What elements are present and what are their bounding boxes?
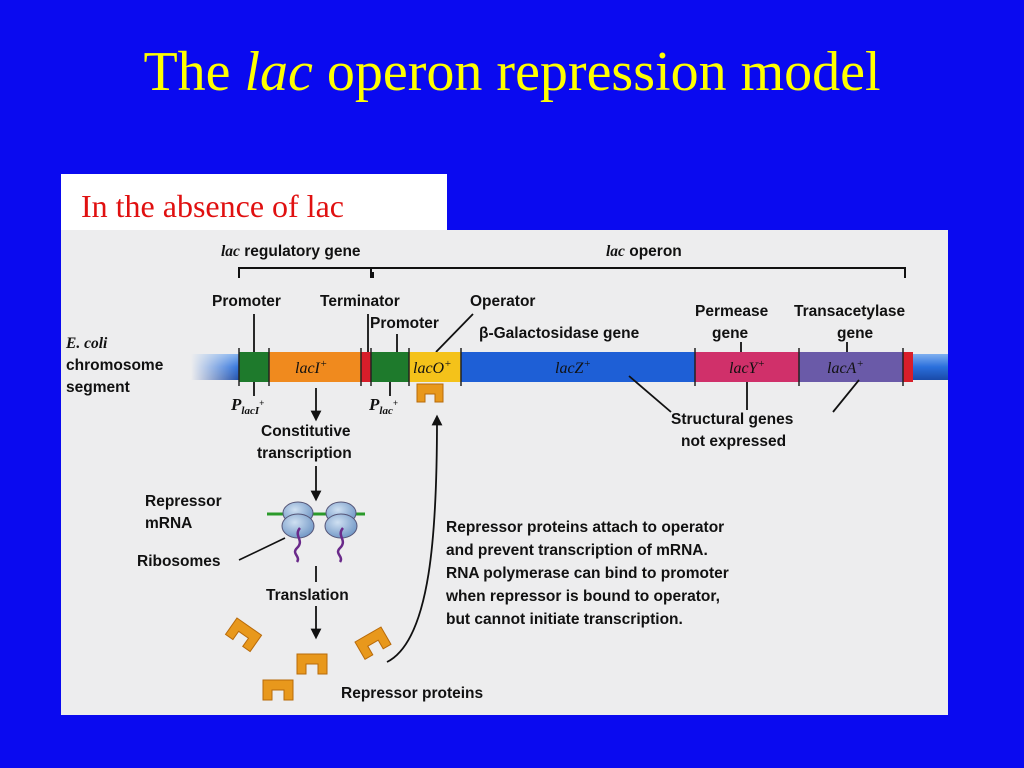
ecoli-label: E. coli xyxy=(65,335,108,352)
plac-label: Plac+ xyxy=(368,395,398,417)
laci-label: lacI+ xyxy=(295,358,327,377)
laca-label: lacA+ xyxy=(827,358,864,377)
constitutive-label-2: transcription xyxy=(257,445,352,462)
header-brackets xyxy=(238,267,906,278)
permease-label-1: Permease xyxy=(695,303,769,320)
promoter2-label: Promoter xyxy=(370,315,439,332)
transacetylase-label-1: Transacetylase xyxy=(794,303,906,320)
laci-gene xyxy=(269,352,361,382)
operator-label: Operator xyxy=(470,293,535,310)
free-repressor-proteins xyxy=(224,617,392,701)
title-part2: lac xyxy=(244,41,313,103)
terminator-label: Terminator xyxy=(320,293,400,310)
laco-operator xyxy=(409,352,461,382)
permease-label-2: gene xyxy=(712,325,749,342)
laca-gene xyxy=(799,352,903,382)
end-region xyxy=(903,352,913,382)
explanation-line-5: but cannot initiate transcription. xyxy=(446,611,683,628)
chromosome-label: chromosome xyxy=(66,357,164,374)
explanation-line-3: RNA polymerase can bind to promoter xyxy=(446,565,729,582)
lac-operon-diagram: lac regulatory gene lac operon Promoter … xyxy=(61,230,948,715)
promoter-lac-region xyxy=(371,352,409,382)
title-part1: The xyxy=(143,41,231,103)
lacy-gene xyxy=(695,352,799,382)
promoter-laci-region xyxy=(239,352,269,382)
transacetylase-label-2: gene xyxy=(837,325,874,342)
lacz-gene xyxy=(461,352,695,382)
lacz-label: lacZ+ xyxy=(555,358,591,377)
structural-label-2: not expressed xyxy=(681,433,786,450)
chromosome-segment xyxy=(191,348,948,386)
bound-repressor xyxy=(416,383,444,403)
subtitle-box: In the absence of lac xyxy=(61,174,447,232)
segment-label: segment xyxy=(66,379,130,396)
ribosomes-label: Ribosomes xyxy=(137,553,221,570)
structural-brackets xyxy=(628,375,860,413)
title-part3: operon repression model xyxy=(326,41,881,103)
leader-lines-top xyxy=(253,313,848,353)
promoter-label: Promoter xyxy=(212,293,281,310)
galactosidase-label: β-Galactosidase gene xyxy=(479,325,640,342)
laco-label: lacO+ xyxy=(413,358,452,377)
ribosome-1 xyxy=(281,501,315,563)
lacy-label: lacY+ xyxy=(729,358,765,377)
regulatory-gene-header: lac regulatory gene xyxy=(221,243,361,260)
structural-label-1: Structural genes xyxy=(671,411,793,428)
explanation-text: Repressor proteins attach to operator an… xyxy=(445,519,729,628)
operon-header: lac operon xyxy=(606,243,682,260)
translation-label: Translation xyxy=(266,587,349,604)
placi-label: PlacI+ xyxy=(230,395,264,417)
subtitle-text: In the absence of lac xyxy=(81,188,344,224)
binding-arrow xyxy=(386,414,443,663)
repressor-mrna-label-2: mRNA xyxy=(145,515,192,532)
repressor-mrna-label-1: Repressor xyxy=(145,493,222,510)
diagram-svg: lac regulatory gene lac operon Promoter … xyxy=(65,243,948,702)
explanation-line-2: and prevent transcription of mRNA. xyxy=(446,542,708,559)
slide-title: The lac operon repression model xyxy=(0,44,1024,100)
constitutive-label-1: Constitutive xyxy=(261,423,351,440)
terminator-region xyxy=(361,352,371,382)
explanation-line-1: Repressor proteins attach to operator xyxy=(446,519,724,536)
repressor-proteins-label: Repressor proteins xyxy=(341,685,483,702)
ribosome-2 xyxy=(324,501,358,563)
explanation-line-4: when repressor is bound to operator, xyxy=(445,588,720,605)
